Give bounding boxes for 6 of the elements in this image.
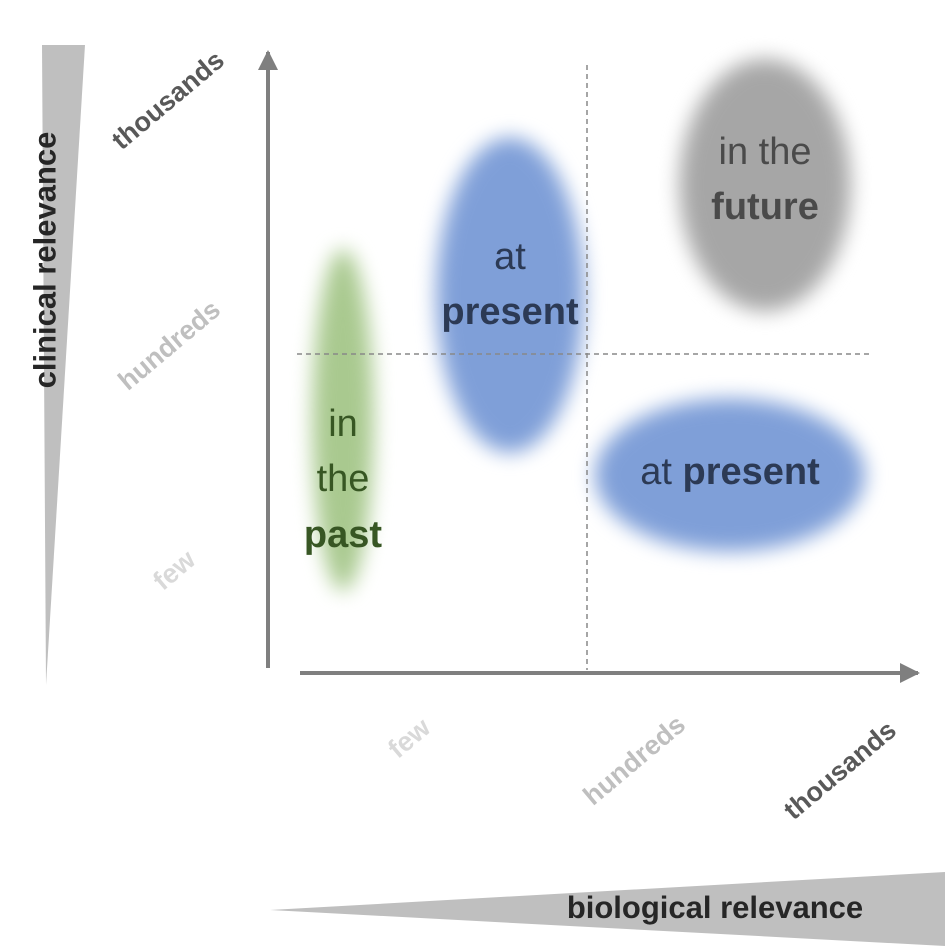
region-label: in the future <box>710 130 820 230</box>
region-label: in the past <box>303 402 383 558</box>
axis-title: clinical relevance <box>27 132 63 388</box>
axis-title: biological relevance <box>566 890 864 926</box>
region-label: at present <box>440 234 580 335</box>
region-label: at present <box>639 450 821 496</box>
